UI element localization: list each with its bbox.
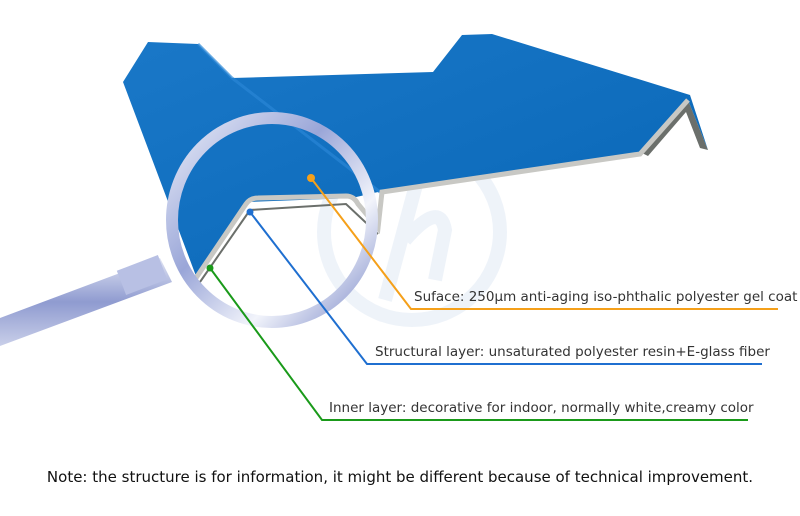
surface-layer-label: Suface: 250μm anti-aging iso-phthalic po… bbox=[414, 289, 798, 305]
sheet-inner-face bbox=[640, 100, 708, 156]
sheet-top-surface bbox=[123, 34, 708, 276]
callout-surface bbox=[307, 174, 778, 310]
sheet-edge bbox=[193, 98, 690, 280]
callout-structural bbox=[246, 208, 762, 365]
inner-layer-label: Inner layer: decorative for indoor, norm… bbox=[329, 400, 754, 416]
sheet-ridge-highlight bbox=[196, 42, 381, 194]
disclaimer-note: Note: the structure is for information, … bbox=[46, 468, 754, 486]
roof-sheet bbox=[123, 34, 708, 283]
callout-inner bbox=[206, 264, 748, 421]
structural-layer-label: Structural layer: unsaturated polyester … bbox=[375, 344, 770, 360]
magnifier-icon bbox=[0, 112, 378, 346]
